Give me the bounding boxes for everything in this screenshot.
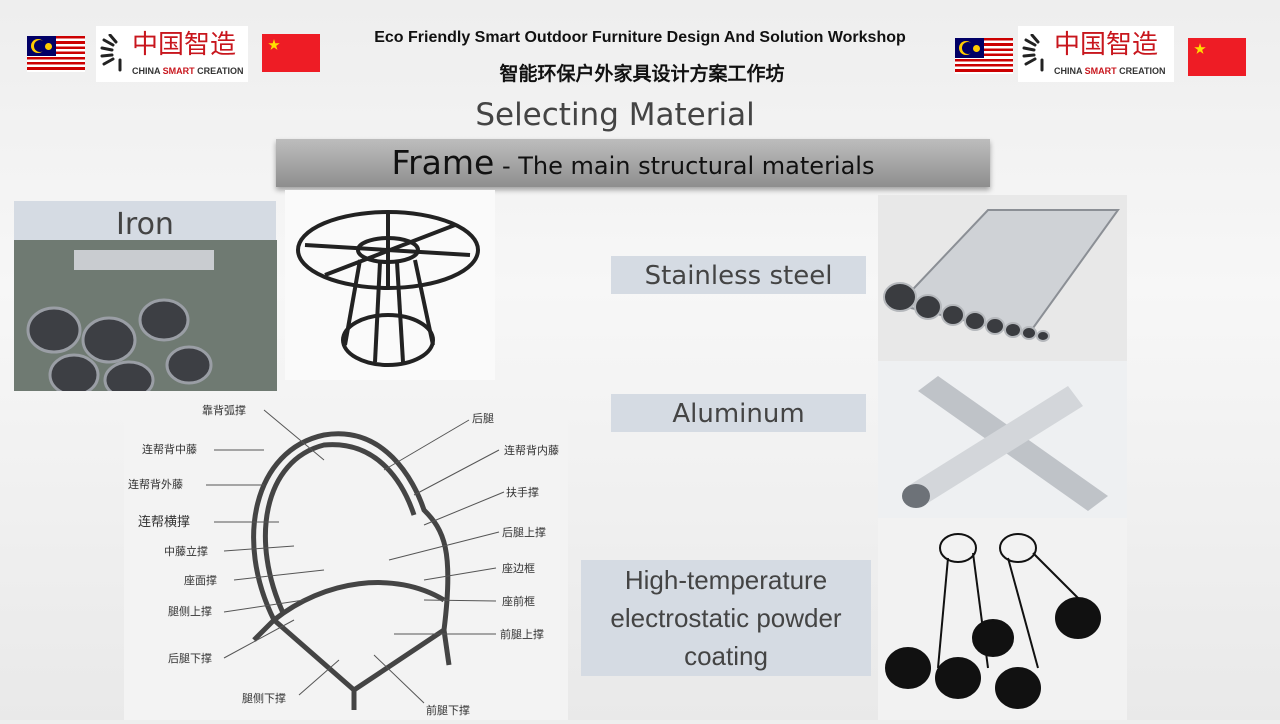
logo-rays-icon	[100, 34, 122, 72]
chair-label: 连帮横撑	[138, 514, 190, 530]
aluminum-tubes-photo	[878, 361, 1127, 518]
chair-label: 连帮背中藤	[142, 442, 197, 456]
chair-label: 靠背弧撑	[202, 403, 246, 417]
chair-label: 连帮背外藤	[128, 477, 183, 491]
frame-heading-bar: Frame - The main structural materials	[276, 139, 990, 187]
table-frame-drawing	[285, 190, 495, 380]
chair-frame-diagram: 靠背弧撑 连帮背中藤 连帮背外藤 连帮横撑 中藤立撑 座面撑 腿侧上撑 后腿下撑…	[124, 400, 568, 720]
malaysia-flag-icon	[27, 36, 85, 72]
stainless-steel-label: Stainless steel	[611, 256, 866, 294]
logo-rays-icon	[1022, 34, 1044, 72]
chair-label: 座面撑	[184, 573, 217, 587]
aluminum-label: Aluminum	[611, 394, 866, 432]
chair-label: 前腿上撑	[500, 627, 544, 641]
workshop-title-cn: 智能环保户外家具设计方案工作坊	[499, 63, 785, 85]
chair-label: 腿侧上撑	[168, 604, 212, 618]
chair-label: 后腿	[472, 412, 494, 425]
chair-label: 连帮背内藤	[504, 443, 559, 457]
chair-label: 中藤立撑	[164, 544, 208, 558]
chair-label: 前腿下撑	[426, 703, 470, 717]
malaysia-flag-icon	[955, 38, 1013, 74]
china-flag-icon	[1188, 38, 1246, 76]
powder-coated-cages-photo	[878, 518, 1127, 720]
chair-label: 后腿上撑	[502, 525, 546, 539]
iron-pipes-photo	[14, 240, 277, 391]
china-smart-creation-logo: 中国智造 CHINA SMART CREATION	[96, 26, 248, 82]
iron-label: Iron	[14, 201, 276, 240]
chair-label: 扶手撑	[506, 485, 539, 499]
chair-label: 腿侧下撑	[242, 691, 286, 705]
slide-subtitle: Selecting Material	[475, 97, 755, 133]
chair-label: 后腿下撑	[168, 651, 212, 665]
chair-label: 座边框	[502, 561, 535, 575]
workshop-title-en: Eco Friendly Smart Outdoor Furniture Des…	[374, 29, 906, 46]
powder-coating-label: High-temperature electrostatic powder co…	[581, 560, 871, 676]
china-flag-icon	[262, 34, 320, 72]
chair-label: 座前框	[502, 594, 535, 608]
china-smart-creation-logo: 中国智造 CHINA SMART CREATION	[1018, 26, 1174, 82]
stainless-steel-photo	[878, 195, 1127, 361]
